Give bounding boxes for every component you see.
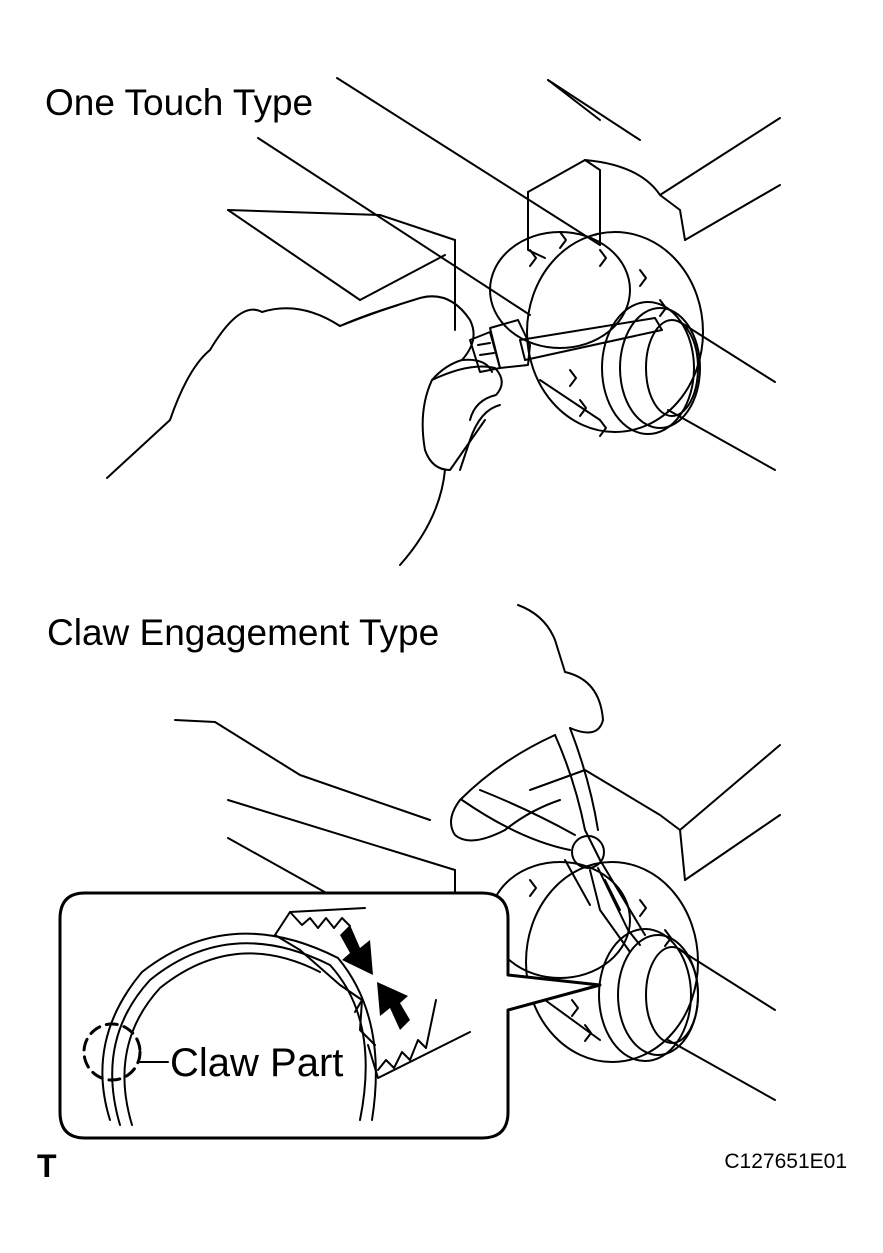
title-one-touch-type: One Touch Type [45, 82, 314, 123]
connector-top [490, 232, 703, 436]
screwdriver-tool [470, 318, 662, 372]
bracket-outline-bottom [175, 720, 780, 1040]
claw-part-label: Claw Part [170, 1041, 344, 1085]
corner-mark: T [37, 1148, 57, 1184]
pipe-bottom [599, 929, 775, 1100]
ring-detail [102, 908, 470, 1125]
title-claw-engagement-type: Claw Engagement Type [47, 612, 440, 653]
connector-bottom [490, 862, 698, 1062]
arrow-icon [340, 925, 373, 975]
claw-marker-icon [84, 1024, 168, 1080]
figure-code: C127651E01 [724, 1150, 847, 1173]
arrow-icon [377, 982, 410, 1030]
hand-icon [107, 296, 502, 565]
one-touch-illustration [107, 78, 780, 565]
pliers-icon [462, 728, 645, 952]
bracket-outline-top [228, 78, 780, 420]
callout-box [60, 893, 600, 1138]
hand-icon [451, 605, 603, 840]
claw-engagement-illustration [60, 605, 780, 1138]
